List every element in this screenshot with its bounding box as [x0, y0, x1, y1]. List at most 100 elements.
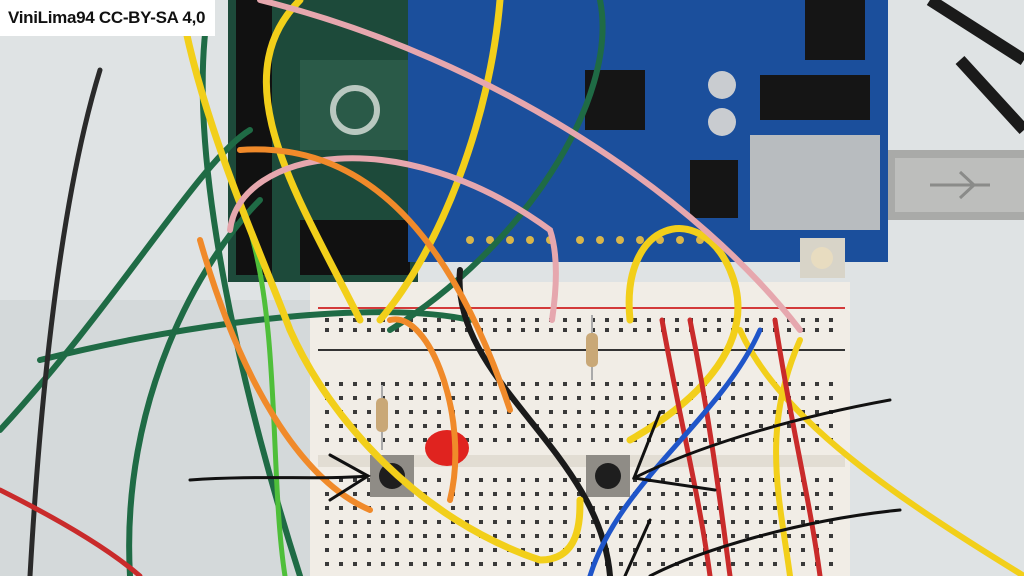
breadboard-hole [325, 548, 329, 552]
breadboard-hole [661, 396, 665, 400]
breadboard-hole [759, 548, 763, 552]
black-wire [27, 67, 103, 576]
breadboard-hole [437, 520, 441, 524]
breadboard-hole [521, 424, 525, 428]
breadboard-hole [829, 548, 833, 552]
breadboard-hole [731, 478, 735, 482]
breadboard-hole [367, 438, 371, 442]
breadboard-hole [423, 438, 427, 442]
breadboard-hole [353, 328, 357, 332]
breadboard-hole [661, 562, 665, 566]
breadboard-hole [647, 328, 651, 332]
breadboard-hole [647, 382, 651, 386]
pink-wire [227, 155, 559, 323]
breadboard-hole [549, 424, 553, 428]
breadboard-hole [619, 562, 623, 566]
breadboard-hole [535, 410, 539, 414]
breadboard-hole [493, 410, 497, 414]
breadboard-hole [353, 438, 357, 442]
breadboard-hole [647, 562, 651, 566]
breadboard-hole [829, 506, 833, 510]
breadboard-hole [773, 396, 777, 400]
breadboard-hole [787, 520, 791, 524]
breadboard-hole [381, 548, 385, 552]
breadboard-hole [815, 410, 819, 414]
breadboard-hole [437, 318, 441, 322]
breadboard-hole [339, 396, 343, 400]
breadboard-hole [409, 534, 413, 538]
breadboard-hole [745, 506, 749, 510]
breadboard-hole [479, 382, 483, 386]
breadboard-hole [381, 506, 385, 510]
breadboard-hole [773, 548, 777, 552]
breadboard-hole [703, 328, 707, 332]
breadboard-hole [367, 548, 371, 552]
breadboard-hole [745, 438, 749, 442]
breadboard-hole [633, 424, 637, 428]
breadboard-hole [829, 318, 833, 322]
breadboard-hole [507, 562, 511, 566]
breadboard-hole [465, 424, 469, 428]
resistor [376, 385, 388, 450]
breadboard-hole [787, 438, 791, 442]
breadboard-hole [535, 328, 539, 332]
breadboard-hole [367, 534, 371, 538]
breadboard-hole [633, 328, 637, 332]
breadboard-hole [493, 396, 497, 400]
breadboard-hole [829, 328, 833, 332]
breadboard-hole [381, 382, 385, 386]
breadboard-hole [619, 548, 623, 552]
breadboard-hole [815, 492, 819, 496]
breadboard-hole [325, 328, 329, 332]
breadboard-hole [409, 438, 413, 442]
breadboard-hole [815, 506, 819, 510]
breadboard-hole [563, 438, 567, 442]
breadboard-hole [395, 410, 399, 414]
breadboard-hole [731, 506, 735, 510]
breadboard-hole [703, 562, 707, 566]
breadboard-hole [409, 548, 413, 552]
breadboard-hole [549, 492, 553, 496]
breadboard-hole [437, 534, 441, 538]
breadboard-hole [353, 424, 357, 428]
breadboard-hole [465, 410, 469, 414]
red-led [425, 430, 469, 466]
breadboard-hole [661, 410, 665, 414]
breadboard-hole [479, 562, 483, 566]
breadboard-hole [647, 410, 651, 414]
breadboard-hole [661, 492, 665, 496]
breadboard-hole [675, 534, 679, 538]
breadboard-hole [549, 534, 553, 538]
black-cable [926, 0, 1024, 135]
breadboard-hole [507, 506, 511, 510]
breadboard-hole [633, 382, 637, 386]
breadboard-hole [773, 410, 777, 414]
breadboard-hole [731, 492, 735, 496]
breadboard-hole [829, 424, 833, 428]
breadboard-hole [801, 548, 805, 552]
breadboard-hole [801, 506, 805, 510]
breadboard-hole [605, 396, 609, 400]
breadboard-hole [353, 410, 357, 414]
breadboard-hole [619, 410, 623, 414]
breadboard-hole [661, 478, 665, 482]
breadboard-hole [507, 534, 511, 538]
breadboard-hole [815, 438, 819, 442]
breadboard-hole [633, 318, 637, 322]
push-button [586, 455, 630, 497]
breadboard-hole [815, 328, 819, 332]
breadboard-hole [423, 318, 427, 322]
breadboard-hole [577, 548, 581, 552]
breadboard-hole [591, 382, 595, 386]
breadboard-hole [633, 410, 637, 414]
breadboard-hole [465, 478, 469, 482]
breadboard-hole [521, 506, 525, 510]
breadboard-hole [381, 328, 385, 332]
breadboard-hole [731, 318, 735, 322]
breadboard-hole [437, 492, 441, 496]
breadboard-hole [423, 506, 427, 510]
breadboard-hole [367, 424, 371, 428]
breadboard-hole [717, 318, 721, 322]
breadboard-hole [367, 478, 371, 482]
